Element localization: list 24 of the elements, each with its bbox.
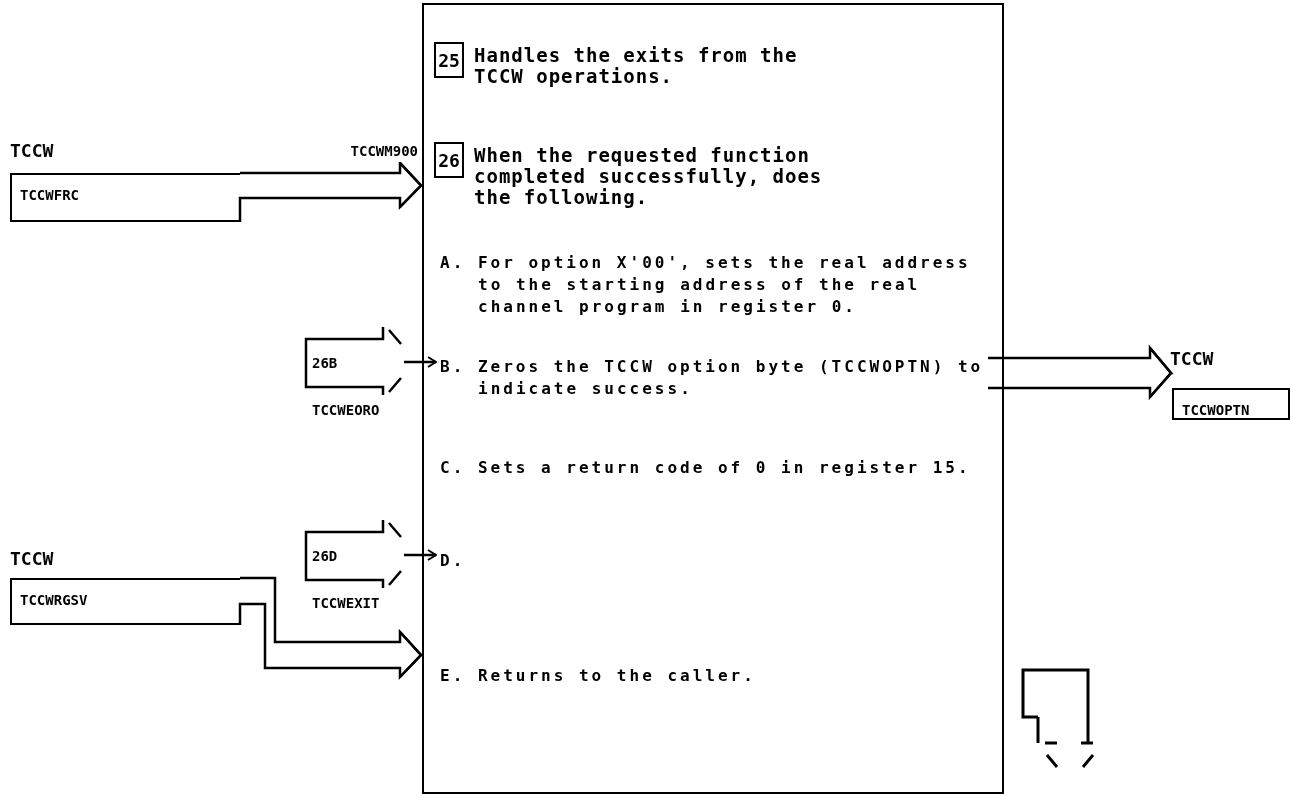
data-area-title: TCCW [10, 140, 54, 162]
arrow [404, 356, 437, 368]
step-text: A. For option X'00', sets the real address to the starting address of the real channel program in register 0. [440, 252, 972, 318]
arrow [404, 549, 437, 561]
step-text: C. Sets a return code of 0 in register 15. [440, 457, 972, 479]
data-box: TCCWOPTN [1172, 388, 1290, 420]
data-area-title: TCCW [10, 548, 54, 570]
arrow [986, 344, 1174, 401]
process-box [422, 3, 1004, 794]
step-number-box: 26 [434, 142, 464, 178]
routine-name: TCCWEXIT [312, 594, 380, 613]
step-text: B. Zeros the TCCW option byte (TCCWOPTN) to indicate success. [440, 356, 990, 400]
arrow [238, 576, 424, 681]
step-description: When the requested function completed successfully, does the following. [474, 145, 824, 208]
data-box: TCCWFRC [10, 173, 240, 222]
data-area-title: TCCW [1170, 348, 1214, 370]
step-text: E. Returns to the caller. [440, 665, 757, 687]
routine-name: TCCWEORO [312, 401, 380, 420]
reference-connector: 26D [303, 515, 404, 593]
data-box: TCCWRGSV [10, 578, 240, 625]
step-number-box: 25 [434, 42, 464, 78]
step-description: Handles the exits from the TCCW operations. [474, 45, 799, 87]
reference-connector: 26B [303, 322, 404, 400]
step-text: D. [440, 550, 478, 572]
